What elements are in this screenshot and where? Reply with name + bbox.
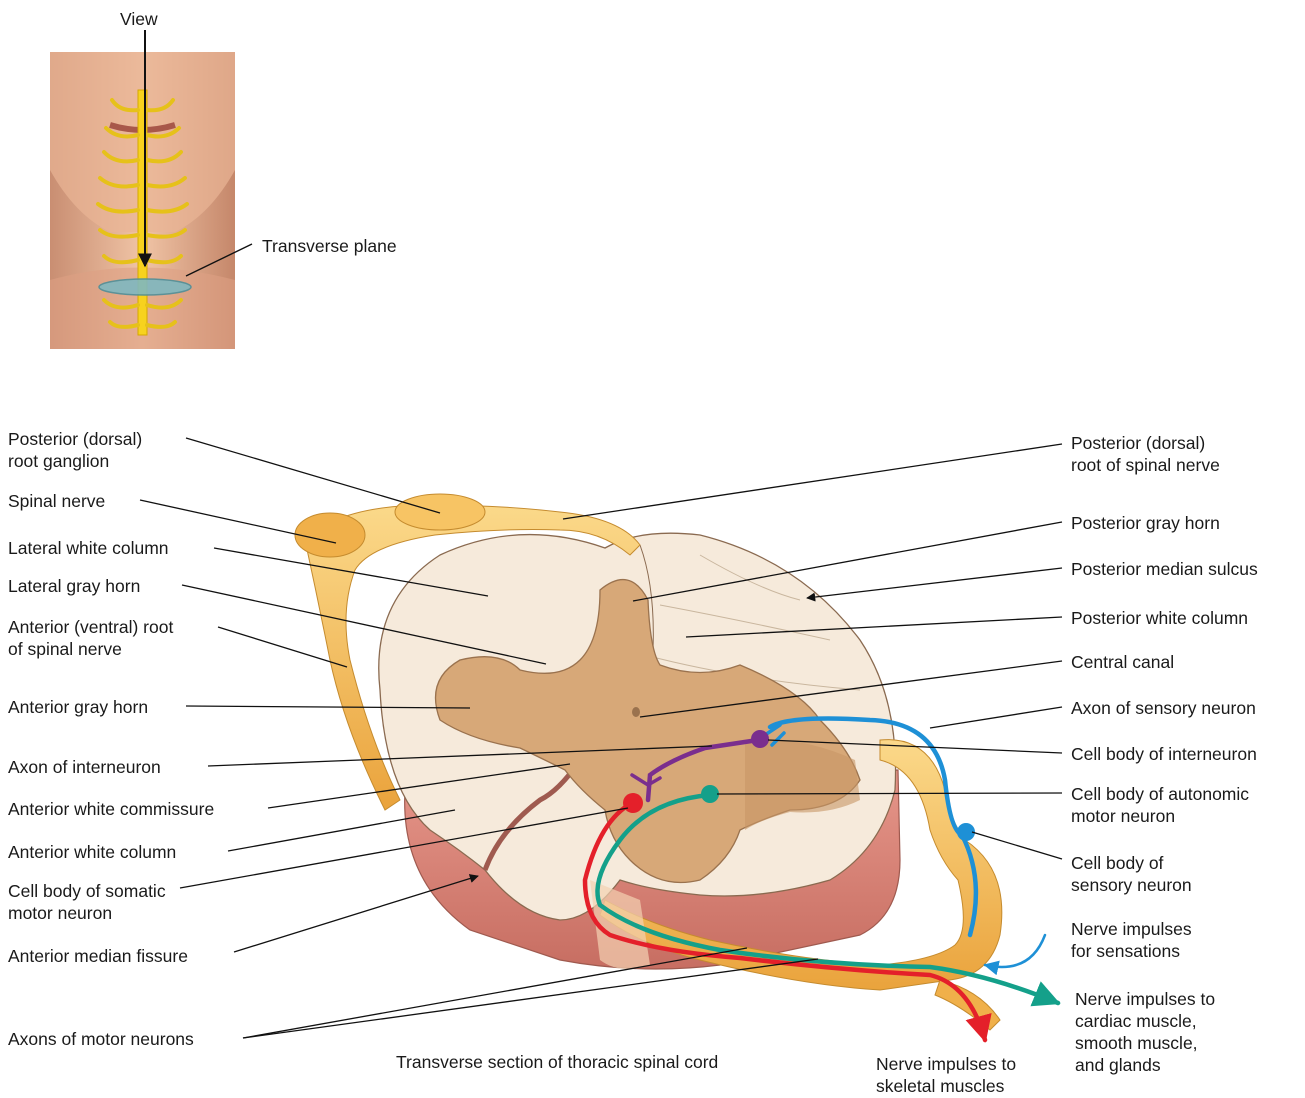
label-lateral-gray-horn: Lateral gray horn [8, 575, 140, 597]
figure-caption: Transverse section of thoracic spinal co… [396, 1051, 718, 1073]
label-anterior-white-column: Anterior white column [8, 841, 176, 863]
view-label: View [120, 8, 158, 30]
dorsal-root-ganglion [395, 494, 485, 530]
label-axon-of-sensory-neuron: Axon of sensory neuron [1071, 697, 1256, 719]
autonomic-cell-body [701, 785, 719, 803]
label-posterior-root-ganglion: Posterior (dorsal)root ganglion [8, 428, 142, 472]
label-anterior-median-fissure: Anterior median fissure [8, 945, 188, 967]
label-posterior-median-sulcus: Posterior median sulcus [1071, 558, 1258, 580]
label-central-canal: Central canal [1071, 651, 1174, 673]
interneuron-cell-body [751, 730, 769, 748]
label-cell-body-of-interneuron: Cell body of interneuron [1071, 743, 1257, 765]
transverse-plane-slab [99, 279, 191, 295]
spinal-nerve-stub [295, 513, 365, 557]
somatic-cell-body [623, 793, 643, 813]
transverse-plane-label: Transverse plane [262, 235, 397, 257]
label-lateral-white-column: Lateral white column [8, 537, 169, 559]
label-axons-of-motor-neurons: Axons of motor neurons [8, 1028, 194, 1050]
label-posterior-white-column: Posterior white column [1071, 607, 1248, 629]
label-anterior-gray-horn: Anterior gray horn [8, 696, 148, 718]
label-posterior-root: Posterior (dorsal)root of spinal nerve [1071, 432, 1220, 476]
label-axon-of-interneuron: Axon of interneuron [8, 756, 161, 778]
inset-illustration [50, 30, 252, 349]
label-spinal-nerve: Spinal nerve [8, 490, 105, 512]
central-canal-dot [632, 707, 640, 717]
label-posterior-gray-horn: Posterior gray horn [1071, 512, 1220, 534]
label-anterior-white-commissure: Anterior white commissure [8, 798, 214, 820]
